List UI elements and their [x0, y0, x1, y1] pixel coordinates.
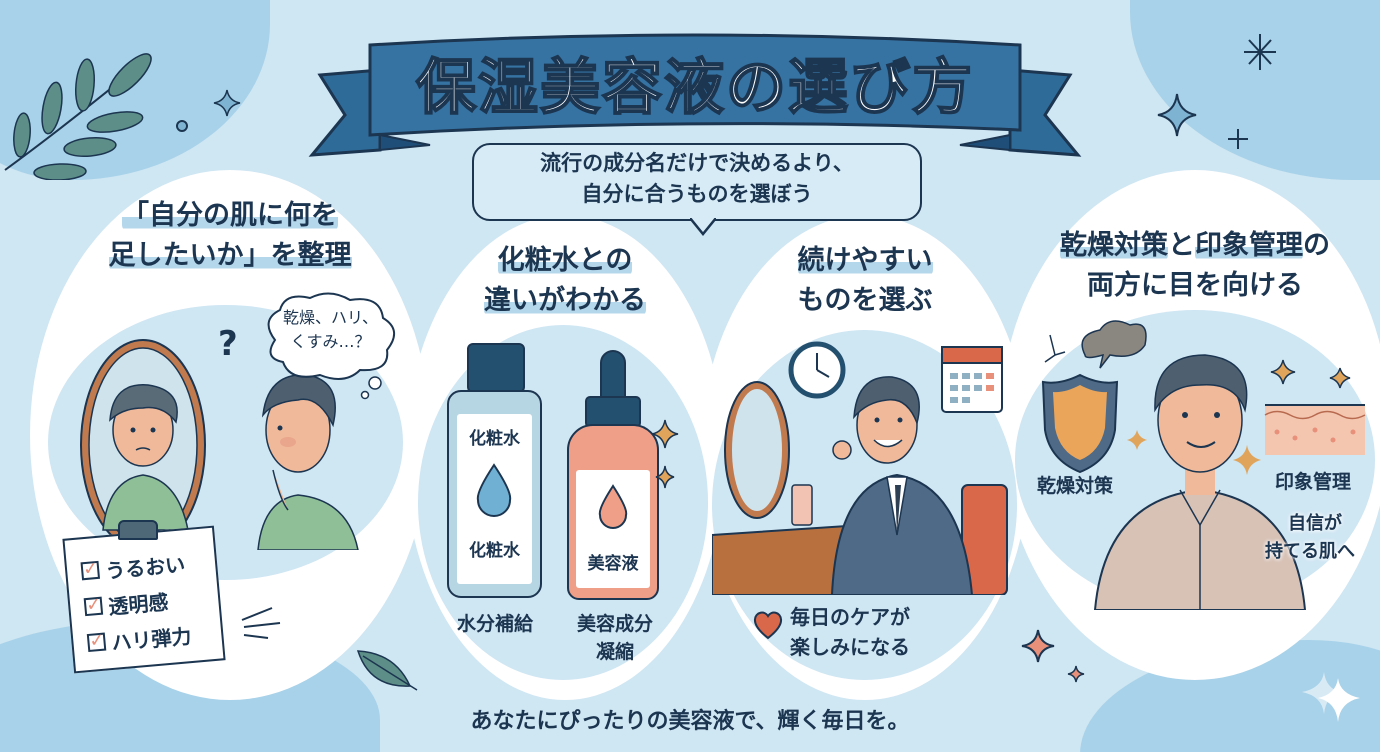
footer-tagline: あなたにぴったりの美容液で、輝く毎日を。 — [470, 709, 910, 734]
panel-1-heading-line-2: 足したいか」を整理 — [108, 240, 352, 271]
leaf-branch-icon — [4, 53, 152, 180]
subtitle-line-1: 流行の成分名だけで決めるより、 — [540, 151, 854, 175]
plus-sparkle-icon — [1228, 129, 1248, 149]
panel-2-heading-line-1: 化粧水との — [497, 245, 633, 276]
serum-caption-line-2: 凝縮 — [595, 641, 634, 663]
checkbox-checked-icon: ✓ — [86, 629, 107, 653]
toner-label-top: 化粧水 — [469, 429, 520, 449]
panel-4-heading-line-1: 乾燥対策と印象管理の — [1060, 230, 1330, 261]
dot-decoration — [176, 120, 188, 132]
toner-bottle-cap — [467, 343, 525, 393]
asterisk-sparkle-icon — [1244, 34, 1276, 70]
panel-3-heading-line-1: 続けやすい — [797, 245, 933, 276]
panel-3-caption-line-1: 毎日のケアが — [790, 605, 910, 629]
panel-4-tagline-line-1: 自信が — [1288, 513, 1342, 534]
confident-man-illustration — [1041, 320, 1366, 610]
checklist-clipboard: ✓ うるおい ✓ 透明感 ✓ ハリ弾力 — [62, 525, 226, 674]
title-ribbon — [308, 33, 1082, 157]
daily-care-scene-illustration — [712, 341, 1008, 595]
panel-4-tagline-line-2: 持てる肌へ — [1265, 541, 1355, 562]
bg-blob-top-right — [1130, 0, 1380, 180]
leaf-icon — [356, 650, 418, 691]
motion-lines-icon — [241, 607, 281, 639]
subtitle-line-2: 自分に合うものを選ぼう — [581, 182, 813, 206]
panel-3-heading-line-2: ものを選ぶ — [797, 285, 933, 316]
sparkle-icon — [213, 89, 241, 117]
dropper-bulb — [600, 350, 626, 400]
thought-bubble-line-2: くすみ…？ — [290, 332, 371, 351]
clipboard-clip — [118, 520, 158, 540]
panel-3-caption-line-2: 楽しみになる — [790, 635, 910, 659]
checkbox-checked-icon: ✓ — [80, 557, 101, 581]
water-drop-icon — [476, 463, 512, 517]
bubble-tail — [690, 218, 716, 236]
mirror-scene-illustration: ? — [75, 324, 359, 550]
panel-4-heading-line-2: 両方に目を向ける — [1087, 270, 1303, 301]
serum-label-text: 美容液 — [587, 554, 639, 574]
panel-4-label-left: 乾燥対策 — [1036, 475, 1113, 497]
svg-text:?: ? — [218, 324, 238, 364]
thought-bubble — [267, 292, 395, 400]
white-sparkle-icon — [1302, 672, 1360, 722]
panel-4-label-right: 印象管理 — [1274, 471, 1351, 493]
checkbox-checked-icon: ✓ — [83, 593, 104, 617]
sparkle-icon — [651, 419, 679, 489]
toner-caption: 水分補給 — [456, 613, 533, 635]
subtitle-bubble — [472, 143, 922, 221]
page-title: 保湿美容液の選び方 — [415, 52, 974, 124]
serum-caption-line-1: 美容成分 — [576, 613, 653, 635]
serum-drop-icon — [598, 484, 628, 529]
sparkle-icon — [1157, 93, 1197, 137]
sparkle-icon — [1021, 629, 1085, 683]
heart-icon — [753, 611, 783, 640]
toner-label-bottom: 化粧水 — [469, 541, 520, 561]
thought-bubble-line-1: 乾燥、ハリ、 — [282, 308, 379, 327]
panel-1-heading-line-1: 「自分の肌に何を — [122, 200, 338, 231]
panel-2-heading-line-2: 違いがわかる — [484, 285, 646, 316]
